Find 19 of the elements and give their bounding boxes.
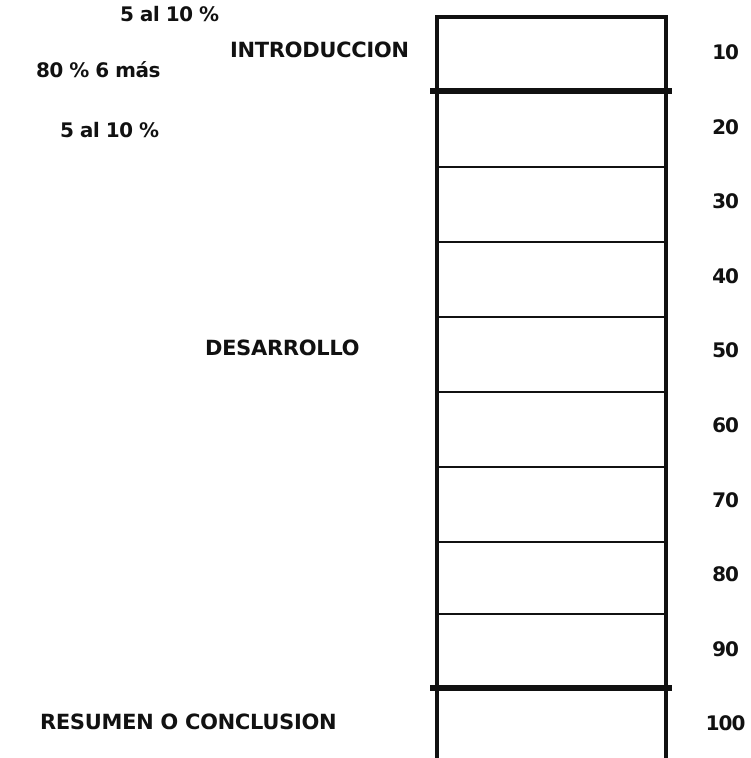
- percentage-label: 5 al 10 %: [60, 118, 159, 142]
- section-heading: RESUMEN O CONCLUSION: [40, 710, 336, 734]
- percentage-label: 5 al 10 %: [120, 2, 219, 26]
- column-section: [435, 15, 668, 91]
- section-heading: DESARROLLO: [205, 336, 360, 360]
- scale-number: 10: [711, 40, 739, 64]
- percentage-label: 80 % 6 más: [36, 58, 160, 82]
- scale-number: 50: [711, 338, 739, 362]
- scale-number: 20: [711, 114, 739, 139]
- scale-number: 70: [711, 488, 739, 512]
- scale-number: 90: [711, 636, 739, 661]
- scale-number: 40: [711, 264, 739, 288]
- scale-number: 60: [711, 413, 739, 437]
- column-section: [435, 688, 668, 758]
- column-section: [435, 91, 668, 688]
- scale-number: 30: [711, 189, 739, 214]
- scale-number: 100: [704, 711, 746, 736]
- section-heading: INTRODUCCION: [230, 38, 409, 62]
- scale-number: 80: [711, 562, 739, 586]
